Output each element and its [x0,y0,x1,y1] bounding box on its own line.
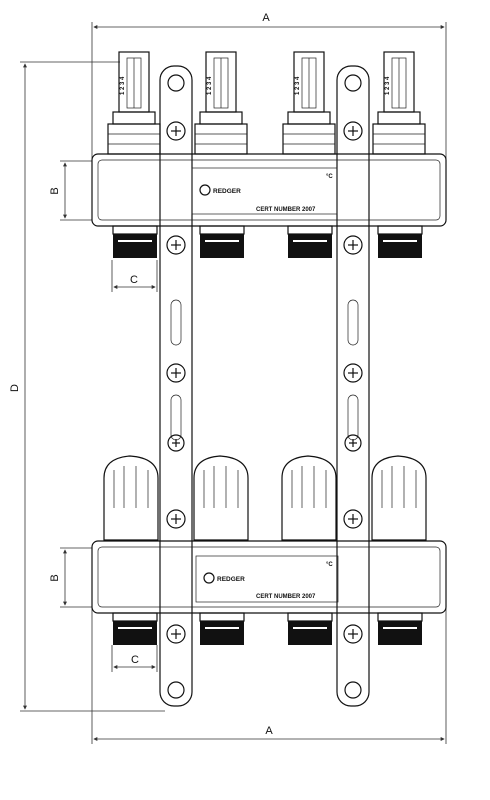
bracket-left [159,65,193,707]
flowmeter-scale-4: 1 2 3 4 [385,76,391,95]
dimension-a-label-bottom: A [265,725,273,737]
dimension-d-label: D [9,384,21,392]
dimension-b-label: B [49,187,61,194]
flowmeter-scale-1: 1 2 3 4 [120,76,126,95]
dimension-a-bottom: A [91,595,447,744]
valve-cap-3 [281,455,337,541]
bracket-right [336,65,370,707]
flowmeter-2: 1 2 3 4 [194,51,248,155]
screw-icon [343,235,363,255]
top-manifold-bar: REDGER °C CERT NUMBER 2007 [91,153,447,227]
screw-icon [343,121,363,141]
screw-icon [167,434,185,452]
screw-icon [343,509,363,529]
screw-icon [166,235,186,255]
dimension-a-label: A [262,12,270,24]
screw-icon [166,509,186,529]
valve-caps [103,455,427,541]
dimension-c-label: C [130,274,138,286]
bracket-screws [166,121,363,644]
temp-unit-bottom: °C [326,562,333,568]
valve-cap-1 [103,455,159,541]
brand-logo-top: REDGER [213,188,241,195]
valve-cap-2 [193,455,249,541]
dimension-b-top: B [49,160,92,221]
screw-icon [344,434,362,452]
flowmeter-4: 1 2 3 4 [372,51,426,155]
flowmeters: 1 2 3 4 1 2 3 4 1 2 3 4 [107,51,426,155]
valve-cap-4 [371,455,427,541]
dimension-c-top: C [111,260,158,292]
dimension-d: D [9,61,165,712]
screw-icon [166,363,186,383]
screw-icon [343,624,363,644]
brand-logo-bottom: REDGER [217,576,245,583]
dimension-c-bottom: C [111,645,158,672]
dimension-b-bottom: B [49,547,92,608]
temp-unit-top: °C [326,174,333,180]
screw-icon [166,121,186,141]
bottom-outlets [112,612,423,645]
cert-text-top: CERT NUMBER 2007 [256,207,316,213]
cert-text-bottom: CERT NUMBER 2007 [256,594,316,600]
screw-icon [343,363,363,383]
dimension-c-label-bottom: C [131,654,139,666]
bottom-manifold-bar: REDGER °C CERT NUMBER 2007 [91,540,447,614]
flowmeter-scale-2: 1 2 3 4 [207,76,213,95]
dimension-a-top: A [91,12,447,160]
flowmeter-3: 1 2 3 4 [282,51,336,155]
flowmeter-1: 1 2 3 4 [107,51,161,155]
flowmeter-scale-3: 1 2 3 4 [295,76,301,95]
top-outlets [112,225,423,258]
dimension-b-label-bottom: B [49,574,61,581]
screw-icon [166,624,186,644]
